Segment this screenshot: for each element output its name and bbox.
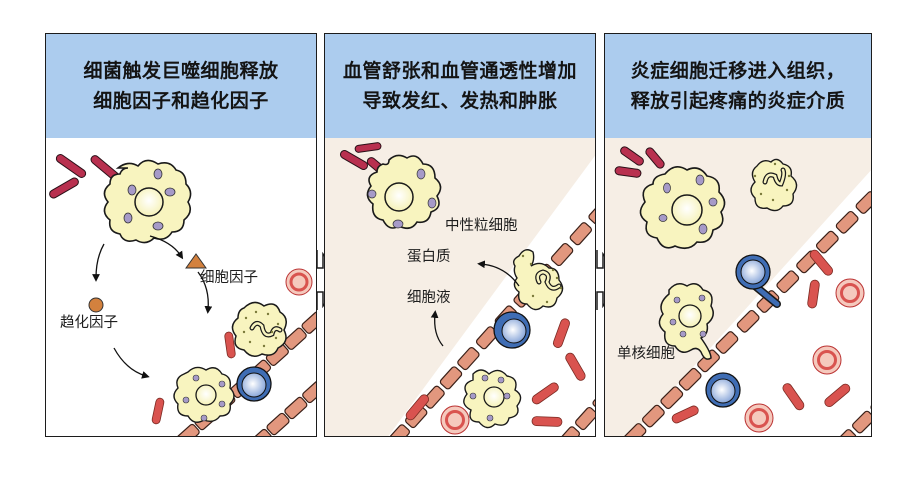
panel-stage-2: 血管舒张和血管通透性增加 导致发红、发热和肿胀 bbox=[324, 33, 596, 437]
red-blood-cell-icon bbox=[744, 403, 774, 433]
panel-stage-3: 炎症细胞迁移进入组织， 释放引起疼痛的炎症介质 bbox=[604, 33, 872, 437]
stage-2-illustration bbox=[325, 138, 595, 436]
vessel-wall-lower bbox=[833, 392, 871, 436]
panel-illustration: 中性粒细胞 蛋白质 细胞液 bbox=[325, 138, 595, 436]
panel-title-line-1: 炎症细胞迁移进入组织， bbox=[630, 60, 846, 82]
label-fluid: 细胞液 bbox=[407, 290, 451, 306]
panel-illustration: 单核细胞 bbox=[605, 138, 871, 436]
monocyte-transmigrating-icon bbox=[735, 254, 781, 308]
label-monocyte: 单核细胞 bbox=[617, 346, 675, 362]
cytokine-triangle-icon bbox=[185, 253, 207, 269]
red-blood-cell-icon bbox=[151, 397, 165, 425]
bacteria-icon bbox=[49, 154, 120, 199]
red-blood-cell-icon bbox=[440, 405, 470, 435]
macrophage-icon bbox=[639, 166, 726, 250]
bacteria-icon bbox=[614, 146, 665, 178]
lymphocyte-icon bbox=[236, 366, 272, 402]
vessel-wall-lower bbox=[557, 387, 595, 436]
stage-1-illustration bbox=[46, 138, 316, 436]
red-blood-cell-icon bbox=[671, 249, 851, 424]
arrow-protein-leak bbox=[477, 260, 520, 287]
neutrophil-icon bbox=[231, 301, 287, 357]
panel-title-line-2: 导致发红、发热和肿胀 bbox=[362, 90, 558, 112]
red-blood-cell-icon bbox=[405, 318, 586, 427]
lymphocyte-icon bbox=[705, 372, 741, 408]
label-cytokine: 细胞因子 bbox=[200, 270, 258, 286]
chemokine-dot-icon bbox=[88, 297, 104, 313]
monocyte-icon bbox=[658, 283, 714, 360]
panel-title-line-1: 细菌触发巨噬细胞释放 bbox=[83, 60, 279, 82]
stage-3-illustration bbox=[605, 138, 871, 436]
red-blood-cell-icon bbox=[285, 268, 313, 296]
neutrophil-icon bbox=[512, 249, 564, 311]
arrow-cytokine-to-vessel bbox=[197, 271, 213, 314]
vessel-wall-lower bbox=[248, 380, 316, 436]
arrow-fluid-leak bbox=[430, 310, 444, 347]
red-blood-cell-icon bbox=[224, 331, 236, 359]
panel-stage-1: 细菌触发巨噬细胞释放 细胞因子和趋化因子 bbox=[45, 33, 317, 437]
neutrophil-icon bbox=[750, 158, 798, 212]
arrow-to-cytokine bbox=[149, 235, 184, 260]
arrow-to-chemokine bbox=[92, 243, 105, 282]
panel-header: 炎症细胞迁移进入组织， 释放引起疼痛的炎症介质 bbox=[605, 34, 871, 139]
label-neutrophil: 中性粒细胞 bbox=[445, 218, 518, 234]
panel-title-line-2: 释放引起疼痛的炎症介质 bbox=[630, 90, 846, 112]
red-blood-cell-icon bbox=[812, 345, 842, 375]
lymphocyte-icon bbox=[493, 311, 531, 349]
macrophage-icon bbox=[173, 366, 235, 423]
label-protein: 蛋白质 bbox=[407, 249, 451, 265]
label-chemokine: 趋化因子 bbox=[60, 315, 118, 331]
macrophage-icon bbox=[366, 154, 442, 230]
red-blood-cell-icon bbox=[835, 278, 865, 308]
panel-title-line-1: 血管舒张和血管通透性增加 bbox=[342, 60, 577, 82]
panel-header: 细菌触发巨噬细胞释放 细胞因子和趋化因子 bbox=[46, 34, 316, 139]
panel-title-line-2: 细胞因子和趋化因子 bbox=[93, 90, 269, 112]
macrophage-icon bbox=[463, 369, 522, 429]
panel-header: 血管舒张和血管通透性增加 导致发红、发热和肿胀 bbox=[325, 34, 595, 139]
panel-illustration: 细胞因子 趋化因子 bbox=[46, 138, 316, 436]
arrow-chemokine-to-vessel bbox=[113, 347, 150, 379]
macrophage-icon bbox=[103, 159, 192, 244]
